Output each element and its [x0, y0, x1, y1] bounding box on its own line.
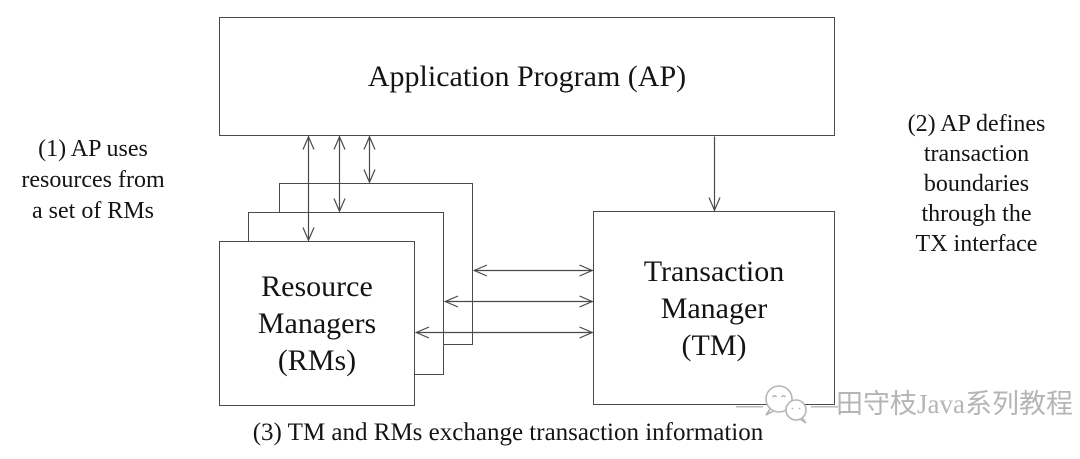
ap-tm-arrow	[708, 136, 721, 212]
note-ap-uses-rms: (1) AP uses resources from a set of RMs	[21, 136, 165, 224]
watermark-dash-right: —	[811, 388, 838, 419]
rm-tm-arrow-1	[472, 264, 594, 277]
application-program-label: Application Program (AP)	[367, 60, 687, 93]
transaction-manager-box: Transaction Manager (TM)	[593, 211, 835, 405]
resource-manager-box-front: Resource Managers (RMs)	[219, 241, 415, 406]
note-ap-tx-interface: (2) AP defines transaction boundaries th…	[907, 111, 1046, 257]
watermark: — — 田守枝Java系列教程	[736, 383, 1073, 425]
resource-managers-label: Resource Managers (RMs)	[257, 270, 377, 377]
transaction-manager-label: Transaction Manager (TM)	[643, 254, 785, 362]
wechat-chat-bubbles-icon	[765, 385, 807, 424]
application-program-box: Application Program (AP)	[219, 17, 835, 136]
ap-rm-arrow-3	[363, 135, 376, 184]
watermark-text: 田守枝Java系列教程	[836, 388, 1073, 419]
watermark-dash-left: —	[736, 388, 763, 419]
note-tm-rm-exchange: (3) TM and RMs exchange transaction info…	[252, 419, 764, 446]
